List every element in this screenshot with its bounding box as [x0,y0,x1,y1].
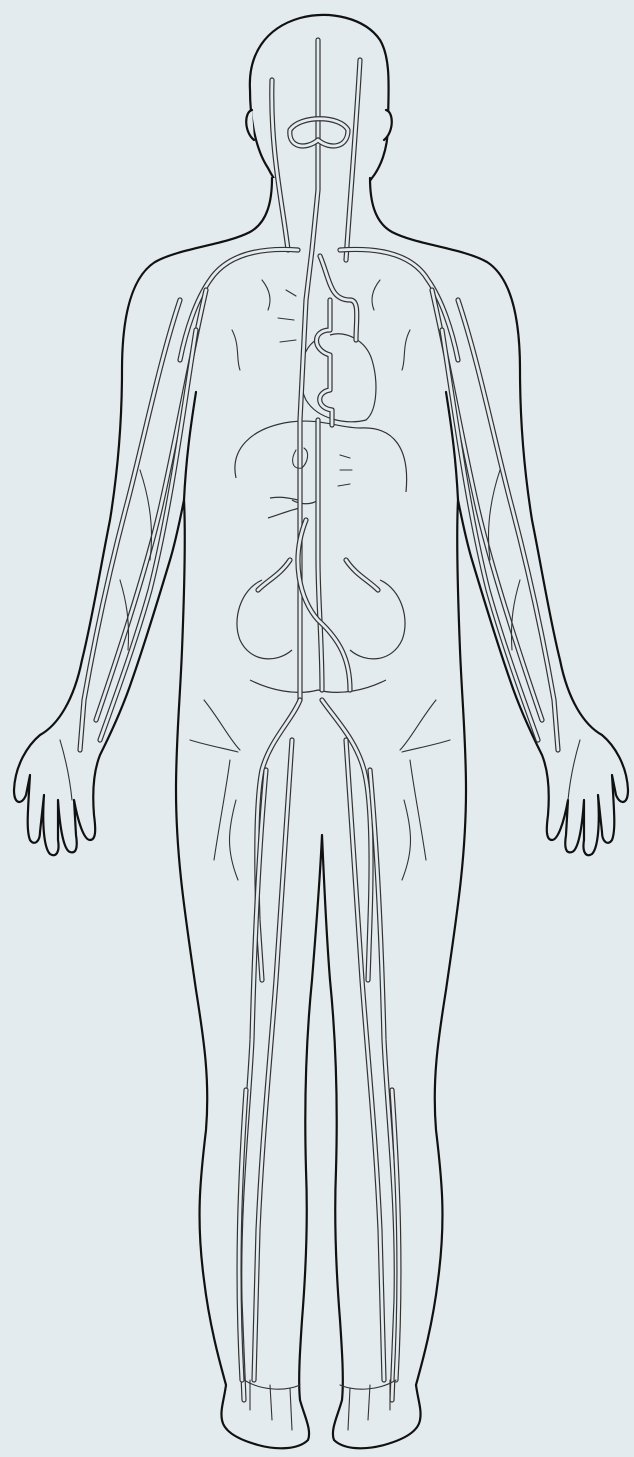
torso-and-limbs-outline [14,178,628,1448]
